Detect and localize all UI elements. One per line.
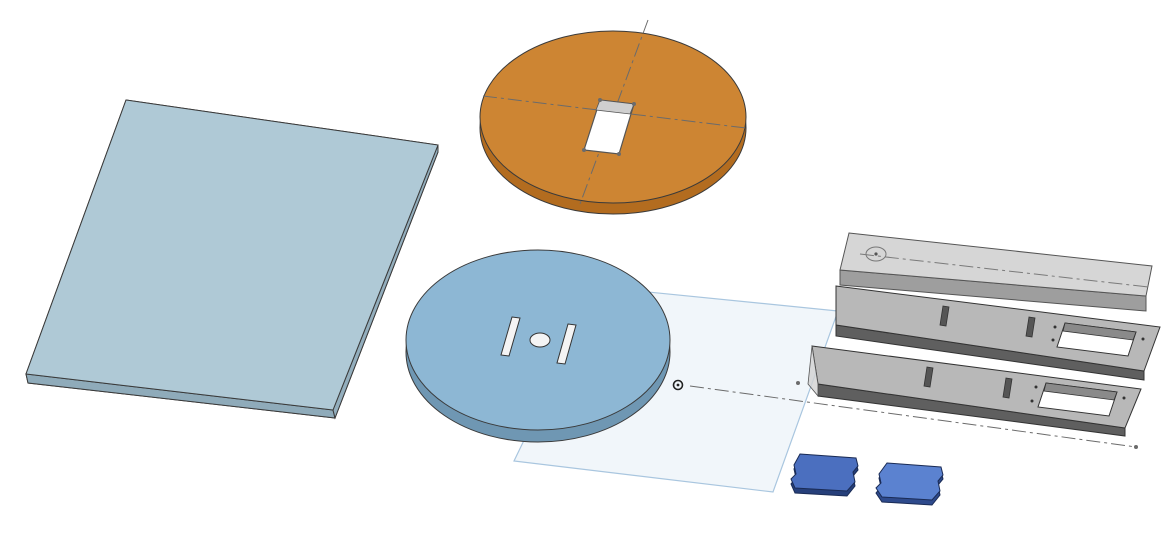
rectangular-plate[interactable] [25,99,439,420]
center-hole[interactable] [529,332,551,348]
blue-connector-left[interactable] [790,453,859,497]
blue-disc[interactable] [405,249,671,443]
blue-connector-right[interactable] [875,462,944,506]
right-slot[interactable] [556,323,577,365]
middle-rail-channel[interactable] [835,285,1161,381]
top-rail-bar[interactable] [839,232,1153,312]
lower-rail-channel[interactable] [796,345,1142,437]
orange-disc[interactable] [479,19,747,215]
origin-point-icon[interactable] [672,379,684,391]
left-slot[interactable] [500,316,521,357]
axis-line [689,385,1137,448]
